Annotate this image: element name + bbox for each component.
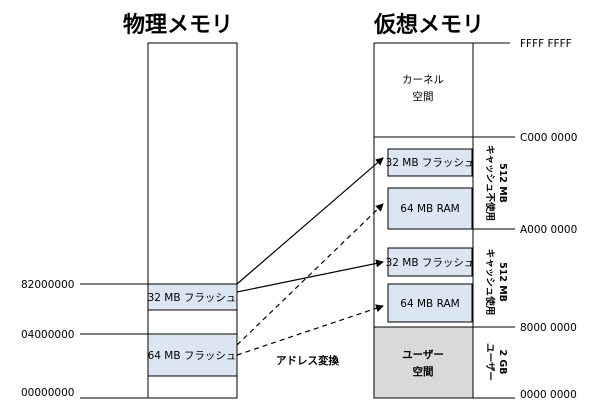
virtual-user-space-region	[373, 326, 474, 399]
virtual-address-00000000: 0000 0000	[520, 389, 577, 401]
physical-flash-32mb-region	[147, 283, 238, 311]
user-size-label: 2 GB	[497, 350, 508, 375]
virtual-cached-flash-region	[387, 247, 473, 277]
virtual-uncached-ram-label: 64 MB RAM	[400, 203, 459, 215]
cached-size-label: 512 MB	[497, 262, 508, 302]
physical-flash-32mb-label: 32 MB フラッシュ	[148, 292, 237, 304]
virtual-memory-title: 仮想メモリ	[373, 13, 484, 38]
address-translation-label: アドレス変換	[276, 354, 339, 367]
virtual-cached-flash-label: 32 MB フラッシュ	[386, 257, 475, 269]
uncached-region-side-label: 512 MB キャッシュ不使用	[484, 145, 508, 221]
arrow-flash64-to-uncached-ram	[236, 203, 384, 346]
user-region-side-label: 2 GB ユーザー	[484, 343, 508, 381]
user-space-label-line1: ユーザー	[402, 349, 444, 361]
virtual-address-c0000000: C000 0000	[520, 132, 577, 144]
arrow-flash32-to-cached	[236, 259, 384, 293]
cached-region-side-label: 512 MB キャッシュ使用	[484, 249, 508, 316]
physical-address-82000000: 82000000	[21, 279, 74, 291]
uncached-size-label: 512 MB	[497, 163, 508, 203]
virtual-uncached-flash-label: 32 MB フラッシュ	[386, 157, 475, 169]
physical-flash-64mb-region	[147, 333, 238, 377]
arrow-flash64-to-cached-ram	[236, 304, 384, 356]
virtual-address-ffffffff: FFFF FFFF	[520, 38, 572, 50]
virtual-cached-ram-region	[387, 283, 473, 323]
user-text-label: ユーザー	[484, 343, 495, 381]
arrow-flash32-to-uncached	[236, 157, 384, 285]
physical-address-00000000: 00000000	[21, 387, 74, 399]
kernel-space-label-line2: 空間	[413, 90, 434, 103]
virtual-address-80000000: 8000 0000	[520, 322, 577, 334]
kernel-space-label-line1: カーネル	[402, 74, 444, 86]
virtual-cached-ram-label: 64 MB RAM	[400, 298, 459, 310]
physical-memory-title: 物理メモリ	[123, 12, 233, 38]
uncached-text-label: キャッシュ不使用	[484, 145, 496, 221]
physical-address-04000000: 04000000	[21, 329, 74, 341]
cached-text-label: キャッシュ使用	[484, 249, 496, 316]
user-space-label-line2: 空間	[413, 365, 434, 378]
virtual-address-a0000000: A000 0000	[520, 224, 577, 236]
physical-flash-64mb-label: 64 MB フラッシュ	[148, 350, 237, 362]
virtual-uncached-flash-region	[387, 148, 473, 177]
virtual-uncached-ram-region	[387, 187, 473, 230]
